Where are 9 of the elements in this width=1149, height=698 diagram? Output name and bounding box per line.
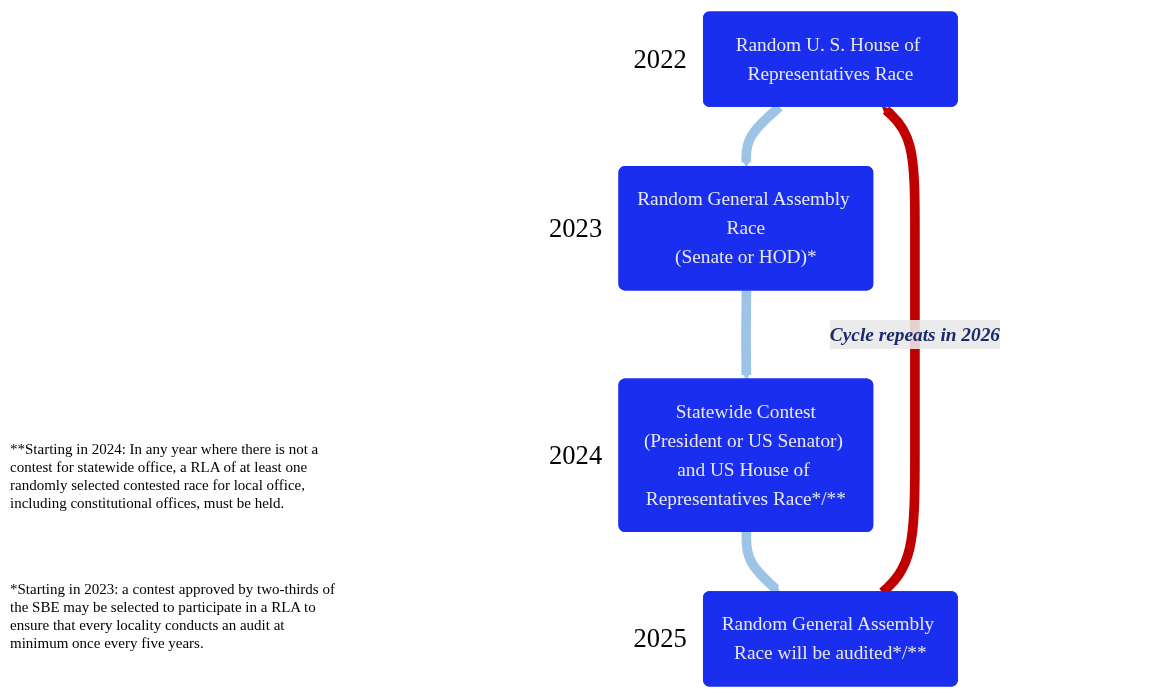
year-label: 2023 — [549, 212, 603, 243]
footnote: *Starting in 2023: a contest approved by two-thirds of the SBE may be selected to participate in a RLA to ensure that every locality conducts an audit at minimum once every five years. — [10, 580, 336, 652]
footnote: **Starting in 2024: In any year where there is not a contest for statewide office, a RLA of at least one randomly selected contested race for local office, including constitutional offices, must be held. — [10, 440, 320, 512]
year-label: 2025 — [633, 623, 687, 654]
arrow — [741, 531, 780, 593]
arrow — [741, 290, 752, 381]
year-label: 2022 — [633, 43, 687, 74]
year-label: 2024 — [549, 439, 603, 470]
edge-label: Cycle repeats in 2026 — [829, 323, 1000, 345]
